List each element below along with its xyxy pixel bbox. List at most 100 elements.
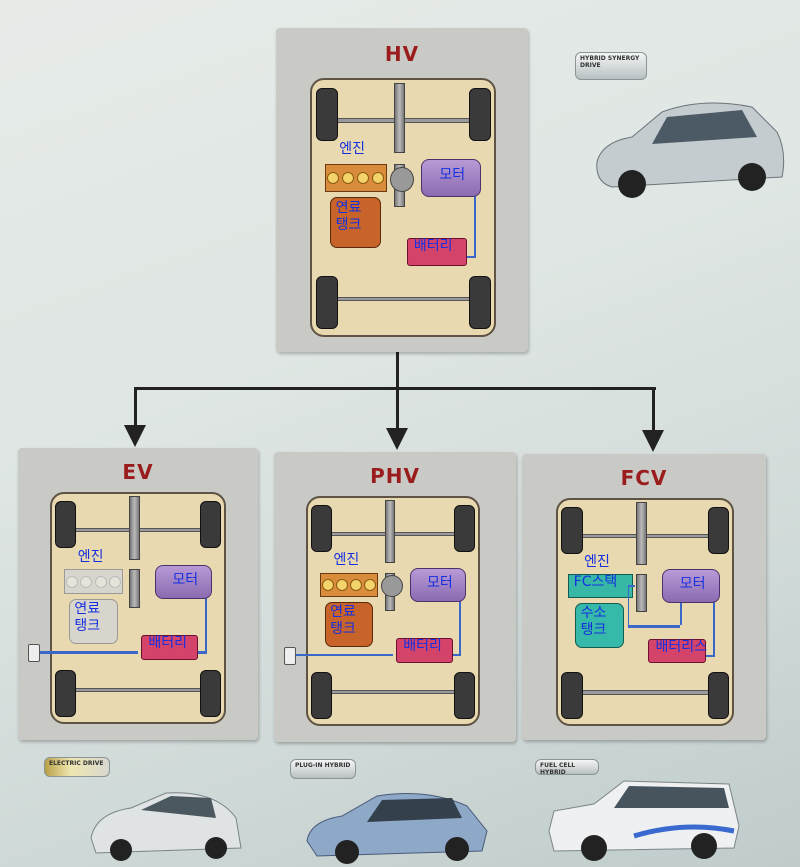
tank <box>575 603 625 648</box>
badge-electric-drive: ELECTRIC DRIVE <box>44 757 110 777</box>
panel-title: HV <box>384 42 420 66</box>
battery <box>396 638 453 663</box>
wheel <box>454 672 475 720</box>
fc-stack-label: FC스택 <box>573 573 618 590</box>
panel-title: EV <box>122 460 154 484</box>
rear-axle <box>65 687 213 693</box>
cylinder <box>80 575 93 588</box>
cylinder <box>335 578 348 591</box>
motor-label: 모터 <box>172 571 199 588</box>
engine <box>324 164 387 192</box>
battery-label: 배터리 <box>403 638 442 655</box>
wheel <box>707 672 729 720</box>
drive-shaft <box>129 496 140 560</box>
charge-wire <box>294 653 393 657</box>
drive-shaft <box>393 82 405 154</box>
cylinder <box>349 578 362 591</box>
wire <box>205 594 207 654</box>
cylinder <box>321 578 334 591</box>
wheel <box>199 669 221 718</box>
motor-label: 모터 <box>427 574 453 591</box>
cylinder <box>372 171 385 184</box>
cylinder <box>357 171 370 184</box>
charge-wire <box>38 651 138 654</box>
tank <box>69 598 118 645</box>
arrow-fcv <box>642 430 664 452</box>
wheel <box>55 500 77 549</box>
power-split-gear <box>390 166 415 192</box>
drive-shaft <box>636 573 647 612</box>
cylinder <box>94 575 107 588</box>
connector-trunk <box>396 352 399 388</box>
cylinder <box>342 171 355 184</box>
panel-title: PHV <box>370 464 420 488</box>
arrow-phv <box>386 428 408 450</box>
motor <box>421 159 482 197</box>
cylinder <box>327 171 340 184</box>
battery <box>406 238 467 266</box>
connector-ev <box>134 387 137 427</box>
battery-label: 배터리 <box>148 635 187 652</box>
car-image-hv <box>596 102 785 198</box>
rear-axle <box>326 296 482 302</box>
wire <box>627 625 680 628</box>
motor <box>155 564 213 599</box>
engine-label: 엔진 <box>339 141 366 158</box>
tank <box>325 601 373 647</box>
wire <box>627 585 635 588</box>
battery <box>648 638 707 664</box>
wire <box>447 653 461 657</box>
connector-bar <box>134 387 656 390</box>
wire <box>459 597 461 657</box>
wire <box>461 255 476 259</box>
drive-shaft <box>129 569 140 608</box>
wheel <box>561 672 583 720</box>
wheel <box>454 504 475 552</box>
cylinder <box>363 578 376 591</box>
connector-fcv <box>652 387 655 430</box>
wire <box>700 654 715 657</box>
fc-stack <box>568 573 634 599</box>
battery-label: 배터리 <box>413 238 453 255</box>
car-image-fcv <box>548 780 740 861</box>
wire <box>679 598 682 626</box>
wheel <box>311 672 333 720</box>
badge-plug-in-hybrid: PLUG-IN HYBRID <box>290 759 356 779</box>
wheel <box>561 506 583 554</box>
wire <box>193 651 207 654</box>
motor <box>410 568 467 602</box>
wire <box>473 192 476 259</box>
engine <box>319 572 378 598</box>
panel-title: FCV <box>620 466 668 490</box>
wheel <box>707 506 729 554</box>
connector-phv <box>396 387 399 429</box>
wheel <box>468 87 491 141</box>
car-image-phv <box>306 793 488 864</box>
battery <box>141 635 199 661</box>
plug-icon <box>284 647 297 665</box>
wheel <box>315 276 338 330</box>
cylinder <box>66 575 79 588</box>
plug-icon <box>27 644 41 663</box>
engine <box>64 569 123 595</box>
motor <box>662 569 721 603</box>
wheel <box>55 669 77 718</box>
rear-axle <box>321 690 467 695</box>
badge-fuel-cell-hybrid: FUEL CELL HYBRID <box>535 759 599 776</box>
engine-label: 엔진 <box>584 553 610 570</box>
drive-shaft <box>384 500 395 564</box>
badge-hybrid-synergy-drive: HYBRID SYNERGY DRIVE <box>575 52 647 80</box>
motor-label: 모터 <box>439 166 466 183</box>
wheel <box>468 276 491 330</box>
